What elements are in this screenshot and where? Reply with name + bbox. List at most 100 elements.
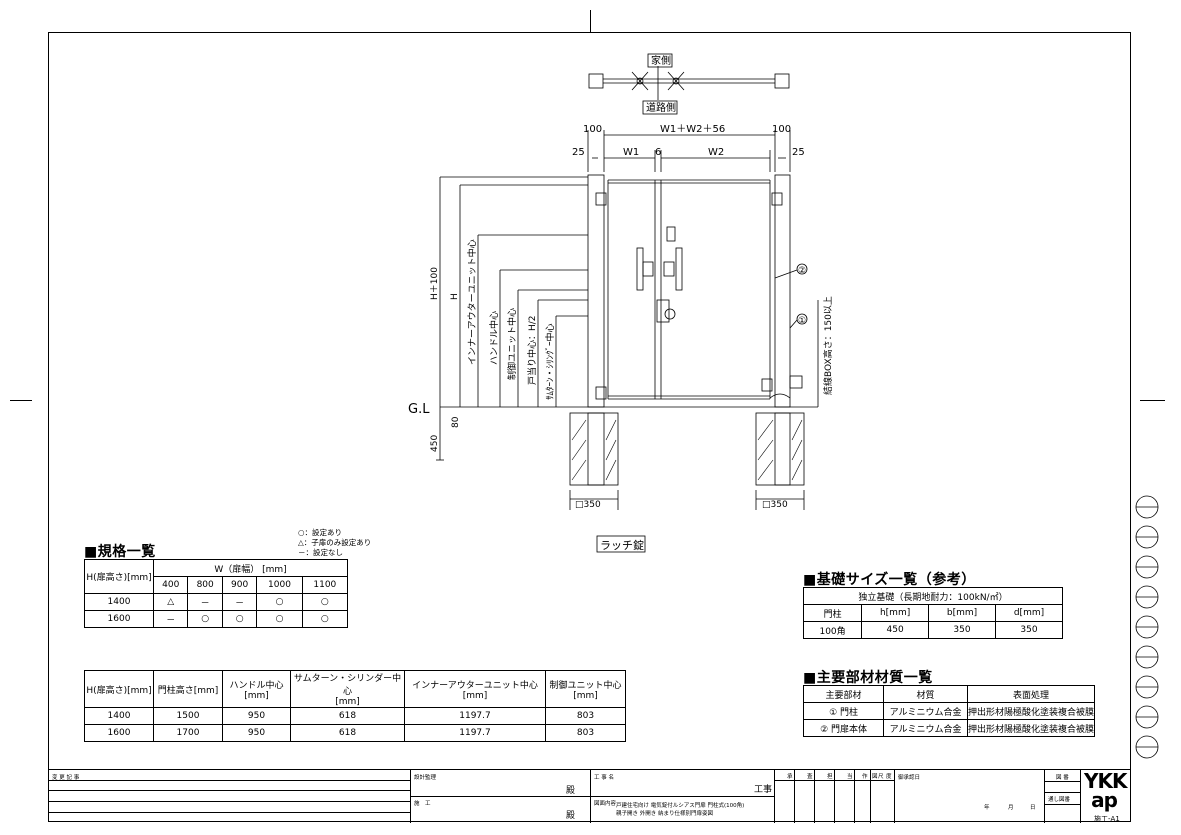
cell: ○ [221, 610, 258, 628]
spec-legend: ○：設定あり △：子扉のみ設定あり －：設定なし [298, 528, 371, 558]
foundation-header: h[mm] [861, 604, 930, 622]
dim-h100: H＋100 [429, 267, 440, 300]
dim-25-right: 25 [792, 147, 805, 158]
table-row: ① 門柱アルミニウム合金押出形材陽極酸化塗装複合被膜 [802, 702, 1096, 720]
callout-1: ① [798, 316, 806, 326]
contents-label: 図面内容 [594, 801, 617, 807]
dim-h: H [450, 293, 460, 300]
cell: － [221, 593, 258, 611]
heights-header: インナーアウターユニット中心[mm] [404, 670, 546, 708]
cell: ○ [301, 593, 349, 611]
cell: － [152, 610, 189, 628]
foundation-header: 門柱 [802, 604, 863, 622]
gate-elevation-drawing: 家側 道路側 100 100 W1＋W2＋56 25 25 W1 6 W2 G.… [408, 53, 834, 553]
title-block: 変 更 記 事 設計監理 殿 施 工 殿 工 事 名 工事 図面内容 戸建住宅向… [48, 769, 1131, 823]
callout-2: ② [798, 266, 806, 276]
serial-label: 通し図番 [1048, 797, 1071, 803]
heights-table: H(扉高さ)[mm] 門柱高さ[mm] ハンドル中心[mm] サムターン・シリン… [84, 670, 626, 742]
label-control: 制御ユニット中心 [506, 308, 518, 380]
date-day: 日 [1030, 805, 1036, 811]
materials-table: 主要部材 材質 表面処理 ① 門柱アルミニウム合金押出形材陽極酸化塗装複合被膜 … [802, 685, 1096, 737]
cell: ○ [256, 593, 303, 611]
koji: 工事 [754, 785, 773, 795]
width-cell: 1000 [256, 576, 303, 594]
contents-line1: 戸建住宅向け 電気錠付ルシアス門扉 門柱式(100角) [616, 803, 745, 809]
materials-header: 表面処理 [966, 685, 1096, 703]
width-cell: 800 [187, 576, 223, 594]
dim-25-left: 25 [572, 147, 585, 158]
revision-label: 変 更 記 事 [52, 775, 80, 781]
heights-header: サムターン・シリンダー中心[mm] [290, 670, 405, 708]
drawing-frame [48, 32, 1131, 822]
materials-header: 材質 [883, 685, 968, 703]
spec-table: H(扉高さ)[mm] W（扉幅） [mm] 400 800 900 1000 1… [84, 559, 349, 628]
cell: ○ [256, 610, 303, 628]
project-label: 工 事 名 [594, 775, 614, 781]
foundation-right: □350 [762, 500, 788, 510]
row-h: 1400 [84, 593, 154, 611]
width-cell: 1100 [301, 576, 349, 594]
dim-w1: W1 [623, 147, 639, 158]
date-month: 月 [1008, 805, 1014, 811]
cell: ○ [301, 610, 349, 628]
cable-note: 結線BOX高さ：150以上 [822, 296, 834, 395]
dim-post-right: 100 [772, 124, 791, 135]
foundation-subheader: 独立基礎（長期地耐力：100kN/㎡） [803, 587, 1063, 605]
width-cell: 900 [221, 576, 258, 594]
heights-header: H(扉高さ)[mm] [84, 670, 154, 708]
table-row: 1400 △ － － ○ ○ [84, 593, 349, 611]
heights-header: 制御ユニット中心[mm] [545, 670, 626, 708]
label-handle: ハンドル中心 [488, 311, 500, 365]
table-row: 1600 － ○ ○ ○ ○ [84, 610, 349, 628]
label-door-stop: 戸当り中心：H/2 [526, 315, 538, 385]
center-tick-right [1140, 400, 1165, 401]
reference-circles [1135, 495, 1159, 759]
construction-label: 施 工 [414, 801, 431, 807]
direction-road: 道路側 [646, 101, 676, 114]
drawing-no-label: 図 番 [1056, 775, 1069, 781]
center-tick-left [10, 400, 32, 401]
dono-2: 殿 [566, 811, 576, 821]
width-cell: 400 [152, 576, 189, 594]
legend-item: ○：設定あり [298, 528, 343, 537]
legend-item: －：設定なし [298, 548, 343, 557]
foundation-header: b[mm] [928, 604, 996, 622]
row-h: 1600 [84, 610, 154, 628]
design-label: 設計監理 [414, 775, 437, 781]
spec-title: ■規格一覧 [84, 544, 156, 560]
heights-header: ハンドル中心[mm] [222, 670, 291, 708]
label-thumbturn: ｻﾑﾀｰﾝ・ｼﾘﾝｸﾞｰ中心 [544, 323, 556, 400]
foundation-header: d[mm] [994, 604, 1064, 622]
contents-line2: 親子開き 外開き 納まり仕様別門扉姿図 [616, 811, 713, 817]
cell: ○ [187, 610, 223, 628]
cell: － [187, 593, 223, 611]
dim-450: 450 [430, 435, 440, 452]
foundation-title: ■基礎サイズ一覧（参考） [803, 572, 976, 588]
dim-6: 6 [655, 147, 661, 158]
center-tick-top [590, 10, 591, 32]
date-label: 御承認日 [898, 775, 921, 781]
cell: △ [152, 593, 189, 611]
dono-1: 殿 [566, 786, 576, 796]
materials-header: 主要部材 [802, 685, 885, 703]
foundation-left: □350 [575, 500, 601, 510]
dim-total: W1＋W2＋56 [660, 124, 725, 135]
dim-w2: W2 [708, 147, 724, 158]
ykk-ap-logo: YKK ap [1084, 769, 1127, 812]
heights-header: 門柱高さ[mm] [153, 670, 223, 708]
direction-house: 家側 [651, 54, 671, 67]
materials-title: ■主要部材材質一覧 [803, 670, 933, 686]
dim-post-left: 100 [583, 124, 602, 135]
legend-item: △：子扉のみ設定あり [298, 538, 372, 547]
h-header: H(扉高さ)[mm] [84, 559, 154, 594]
foundation-table: 独立基礎（長期地耐力：100kN/㎡） 門柱 h[mm] b[mm] d[mm]… [802, 587, 1064, 639]
gl-label: G.L [408, 402, 430, 417]
w-header: W（扉幅） [mm] [153, 559, 348, 577]
table-row: ② 門扉本体アルミニウム合金押出形材陽極酸化塗装複合被膜 [802, 719, 1096, 737]
label-inner-outer: インナーアウターユニット中心 [466, 239, 478, 365]
sheet-no: 施工-A1 [1094, 815, 1120, 823]
dim-80: 80 [451, 416, 461, 428]
